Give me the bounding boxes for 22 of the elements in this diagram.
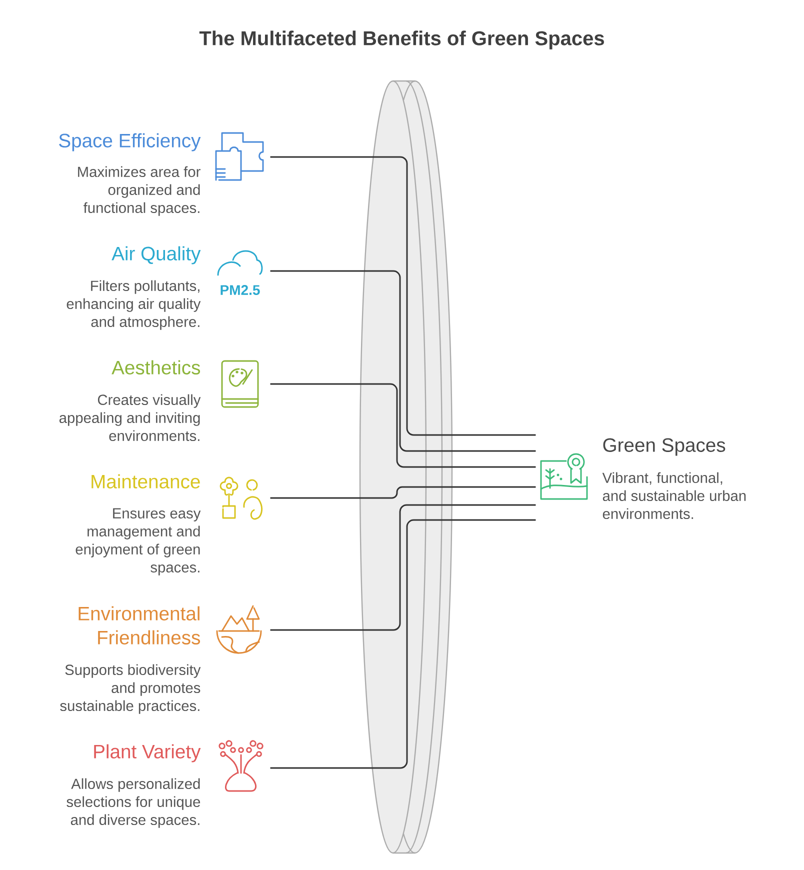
heading: Plant Variety [94,744,201,762]
heading: Green Spaces [603,438,726,456]
connector-line [270,486,536,499]
description: Ensures easy management and enjoyment of green spaces. [76,508,201,576]
icon-label: PM2.5 [220,285,260,295]
connector-line [270,270,536,452]
heading: Space Efficiency [59,133,201,152]
connector-line [270,156,536,436]
description: Allows personalized selections for unique and diverse spaces. [66,778,200,828]
title: The Multifaceted Benefits of Green Spaces [199,30,604,50]
description: Filters pollutants, enhancing air quality and atmosphere. [66,280,201,330]
connector-line [270,504,536,631]
heading: Aesthetics [112,360,200,374]
description: Vibrant, functional, and sustainable urban environments. [602,472,746,520]
heading: Maintenance [92,474,200,488]
description: Maximizes area for organized and functional spaces. [78,166,200,216]
description: Supports biodiversity and promotes sustainable practices. [60,664,201,714]
connector-line [270,383,536,468]
description: Creates visually appealing and inviting environments. [59,394,201,442]
heading: Environmental Friendliness [78,606,200,644]
heading: Air Quality [112,246,201,264]
connector-line [270,519,536,769]
